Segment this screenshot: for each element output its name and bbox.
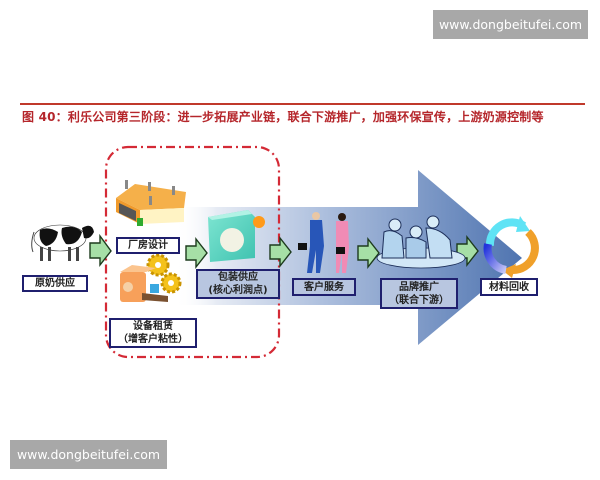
node-brand-label: 品牌推广 （联合下游） [380, 278, 458, 309]
node-label-text: 包装供应 [218, 272, 258, 283]
node-packaging-label: 包装供应 (核心利润点) [196, 269, 280, 299]
package-box-icon [208, 210, 265, 262]
node-sublabel-text: （增客户粘性） [118, 334, 188, 345]
flow-arrow-1 [89, 233, 112, 268]
flow-arrow-3 [269, 235, 292, 269]
cow-icon [31, 224, 94, 261]
node-recycle-label: 材料回收 [480, 278, 538, 296]
gear-machine-icon [120, 253, 182, 302]
watermark-top: www.dongbeitufei.com [433, 10, 588, 39]
node-label-text: 客户服务 [304, 281, 344, 293]
flow-arrow-4 [357, 236, 380, 270]
node-raw-milk-label: 原奶供应 [22, 275, 88, 292]
figure-title: 图 40：利乐公司第三阶段：进一步拓展产业链，联合下游推广，加强环保宣传，上游奶… [22, 110, 544, 124]
node-label-text: 材料回收 [489, 281, 529, 293]
node-sublabel-text: (核心利润点) [208, 285, 268, 296]
team-meeting-icon [376, 215, 466, 269]
node-service-label: 客户服务 [292, 278, 356, 296]
node-label-text: 设备租赁 [133, 321, 173, 332]
handshake-people-icon [298, 212, 349, 273]
factory-icon [116, 180, 186, 226]
recycle-arrows-icon [483, 216, 539, 278]
node-sublabel-text: （联合下游） [389, 294, 449, 306]
node-label-text: 原奶供应 [35, 278, 75, 289]
watermark-bottom: www.dongbeitufei.com [10, 440, 167, 469]
node-equipment-label: 设备租赁 （增客户粘性） [109, 318, 197, 348]
node-label-text: 厂房设计 [128, 240, 168, 251]
flow-arrow-2 [185, 236, 208, 270]
node-factory-label: 厂房设计 [116, 237, 180, 254]
node-label-text: 品牌推广 [399, 281, 439, 293]
title-divider [20, 103, 585, 105]
